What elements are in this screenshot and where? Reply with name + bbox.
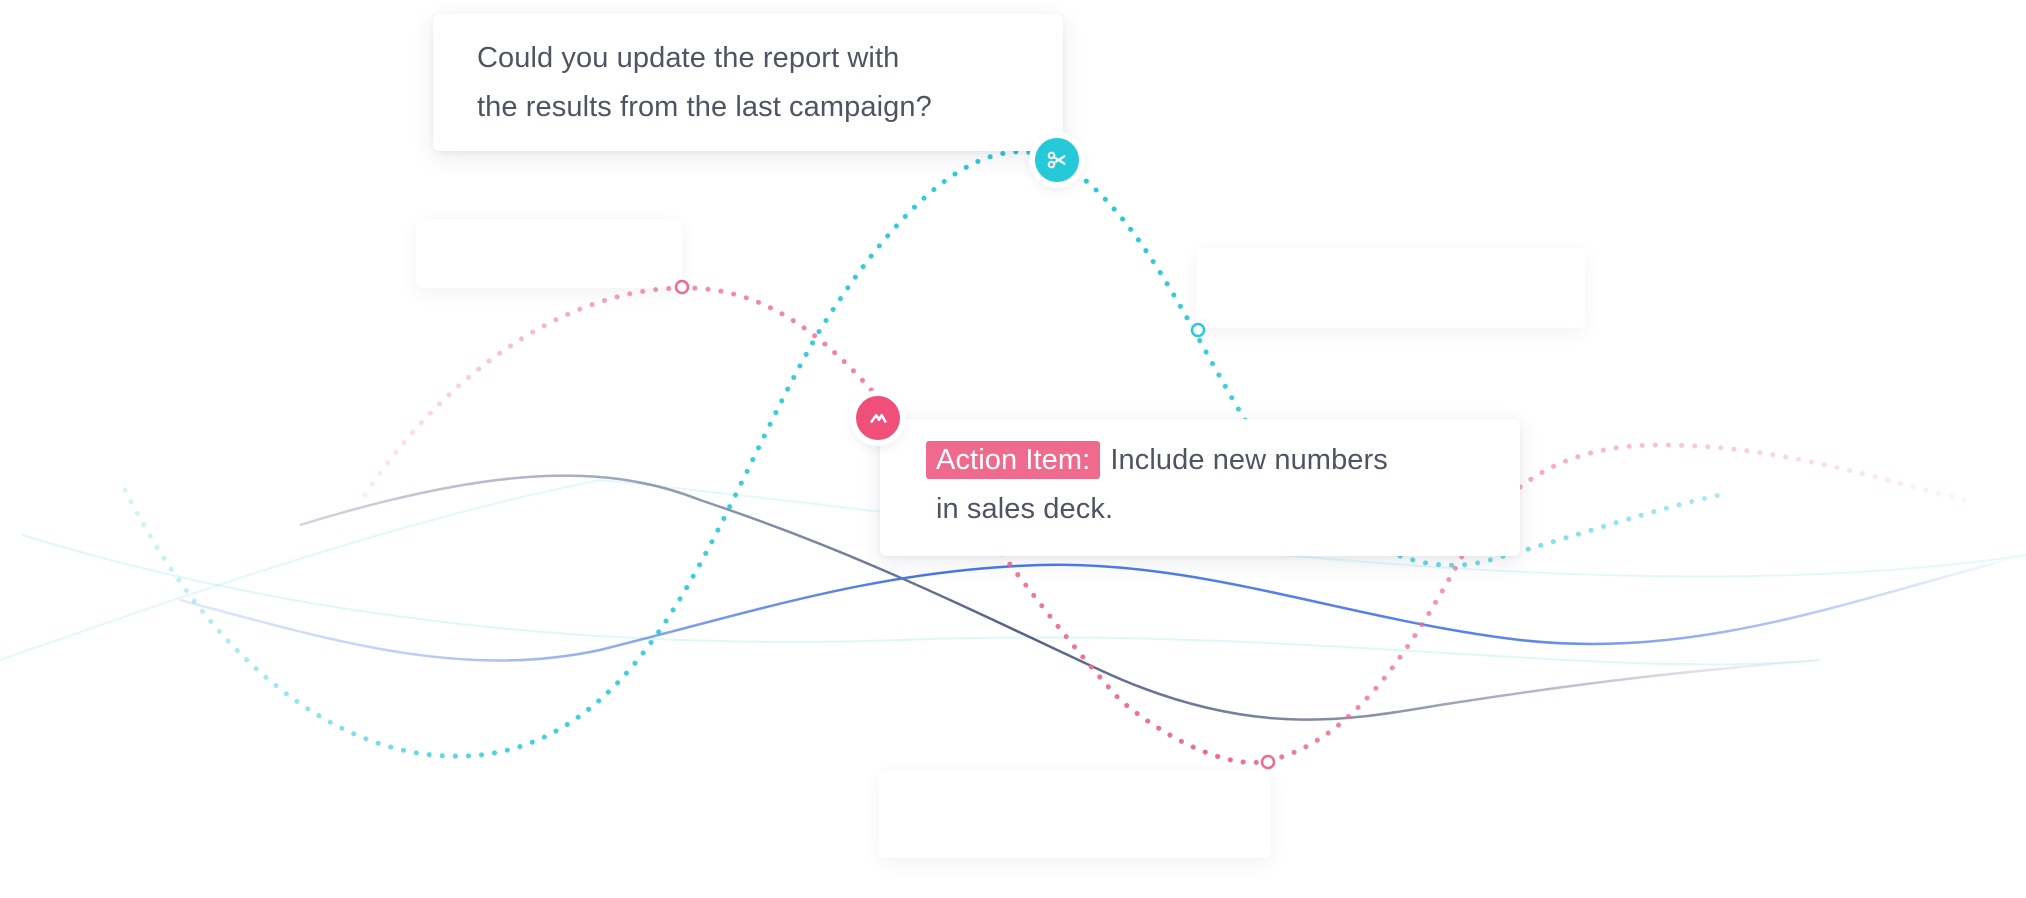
wave-teal-dotted bbox=[122, 149, 1723, 759]
wave-blue bbox=[179, 553, 2026, 662]
action-item-text-line1: Include new numbers bbox=[1110, 444, 1388, 476]
teal-scissors-badge[interactable] bbox=[1035, 138, 1079, 182]
empty-card-right bbox=[1197, 248, 1585, 328]
pink-marker-bottom bbox=[1260, 754, 1276, 770]
question-line: Could you update the report with bbox=[477, 42, 900, 74]
caret-up-icon bbox=[867, 407, 889, 429]
pink-caret-badge[interactable] bbox=[856, 396, 900, 440]
faint-line-b bbox=[0, 478, 2026, 661]
pink-marker-top bbox=[674, 279, 690, 295]
action-item-line-2: in sales deck. bbox=[926, 485, 1388, 534]
action-item-text: Action Item: Include new numbers in sales… bbox=[926, 436, 1388, 534]
question-line: the results from the last campaign? bbox=[477, 91, 932, 123]
action-item-tag: Action Item: bbox=[926, 441, 1101, 479]
wave-navy bbox=[299, 474, 1821, 721]
teal-marker bbox=[1190, 322, 1206, 338]
question-text: Could you update the report with the res… bbox=[477, 34, 932, 132]
faint-line-a bbox=[21, 534, 1821, 666]
empty-card-bottom bbox=[879, 770, 1271, 858]
empty-card-left bbox=[416, 220, 682, 288]
question-card: Could you update the report with the res… bbox=[433, 14, 1063, 151]
scissors-icon bbox=[1046, 149, 1068, 171]
action-item-card: Action Item: Include new numbers in sales… bbox=[880, 419, 1520, 556]
action-item-text-line2: in sales deck. bbox=[936, 493, 1114, 525]
action-item-line-1: Action Item: Include new numbers bbox=[926, 436, 1388, 485]
